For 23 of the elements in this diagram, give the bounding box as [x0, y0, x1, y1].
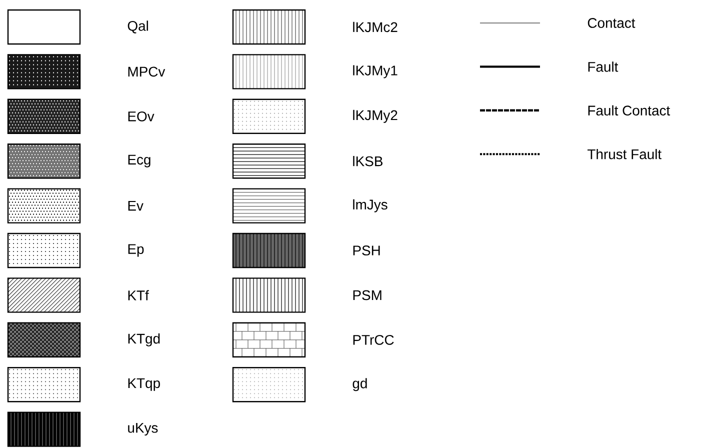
legend-label: MPCv	[128, 66, 166, 77]
legend-label: PSH	[353, 246, 380, 256]
legend-label: KTf	[128, 290, 149, 300]
legend-label: Contact	[588, 18, 636, 28]
legend-label: KTgd	[128, 333, 160, 346]
legend-label: PSM	[353, 290, 382, 300]
legend-label: lmJys	[353, 199, 388, 212]
legend-label: lKJMy1	[353, 65, 398, 78]
legend-label: lKSB	[353, 156, 382, 166]
legend-label: PTrCC	[353, 334, 394, 345]
legend-label: Ecg	[128, 154, 150, 168]
legend-label: uKys	[128, 423, 158, 436]
legend-label: Ep	[128, 244, 144, 257]
legend-label: Fault Contact	[588, 105, 670, 116]
legend-label: KTqp	[128, 378, 160, 391]
legend-label: Ev	[128, 201, 144, 211]
legend-label: gd	[352, 378, 367, 392]
legend-label: lKJMc2	[353, 22, 398, 32]
legend-label: EOv	[128, 111, 154, 122]
legend-label: Qal	[128, 20, 148, 34]
legend-label: Thrust Fault	[588, 148, 662, 160]
legend-label: Fault	[588, 62, 618, 72]
legend-label: lKJMy2	[353, 110, 398, 123]
